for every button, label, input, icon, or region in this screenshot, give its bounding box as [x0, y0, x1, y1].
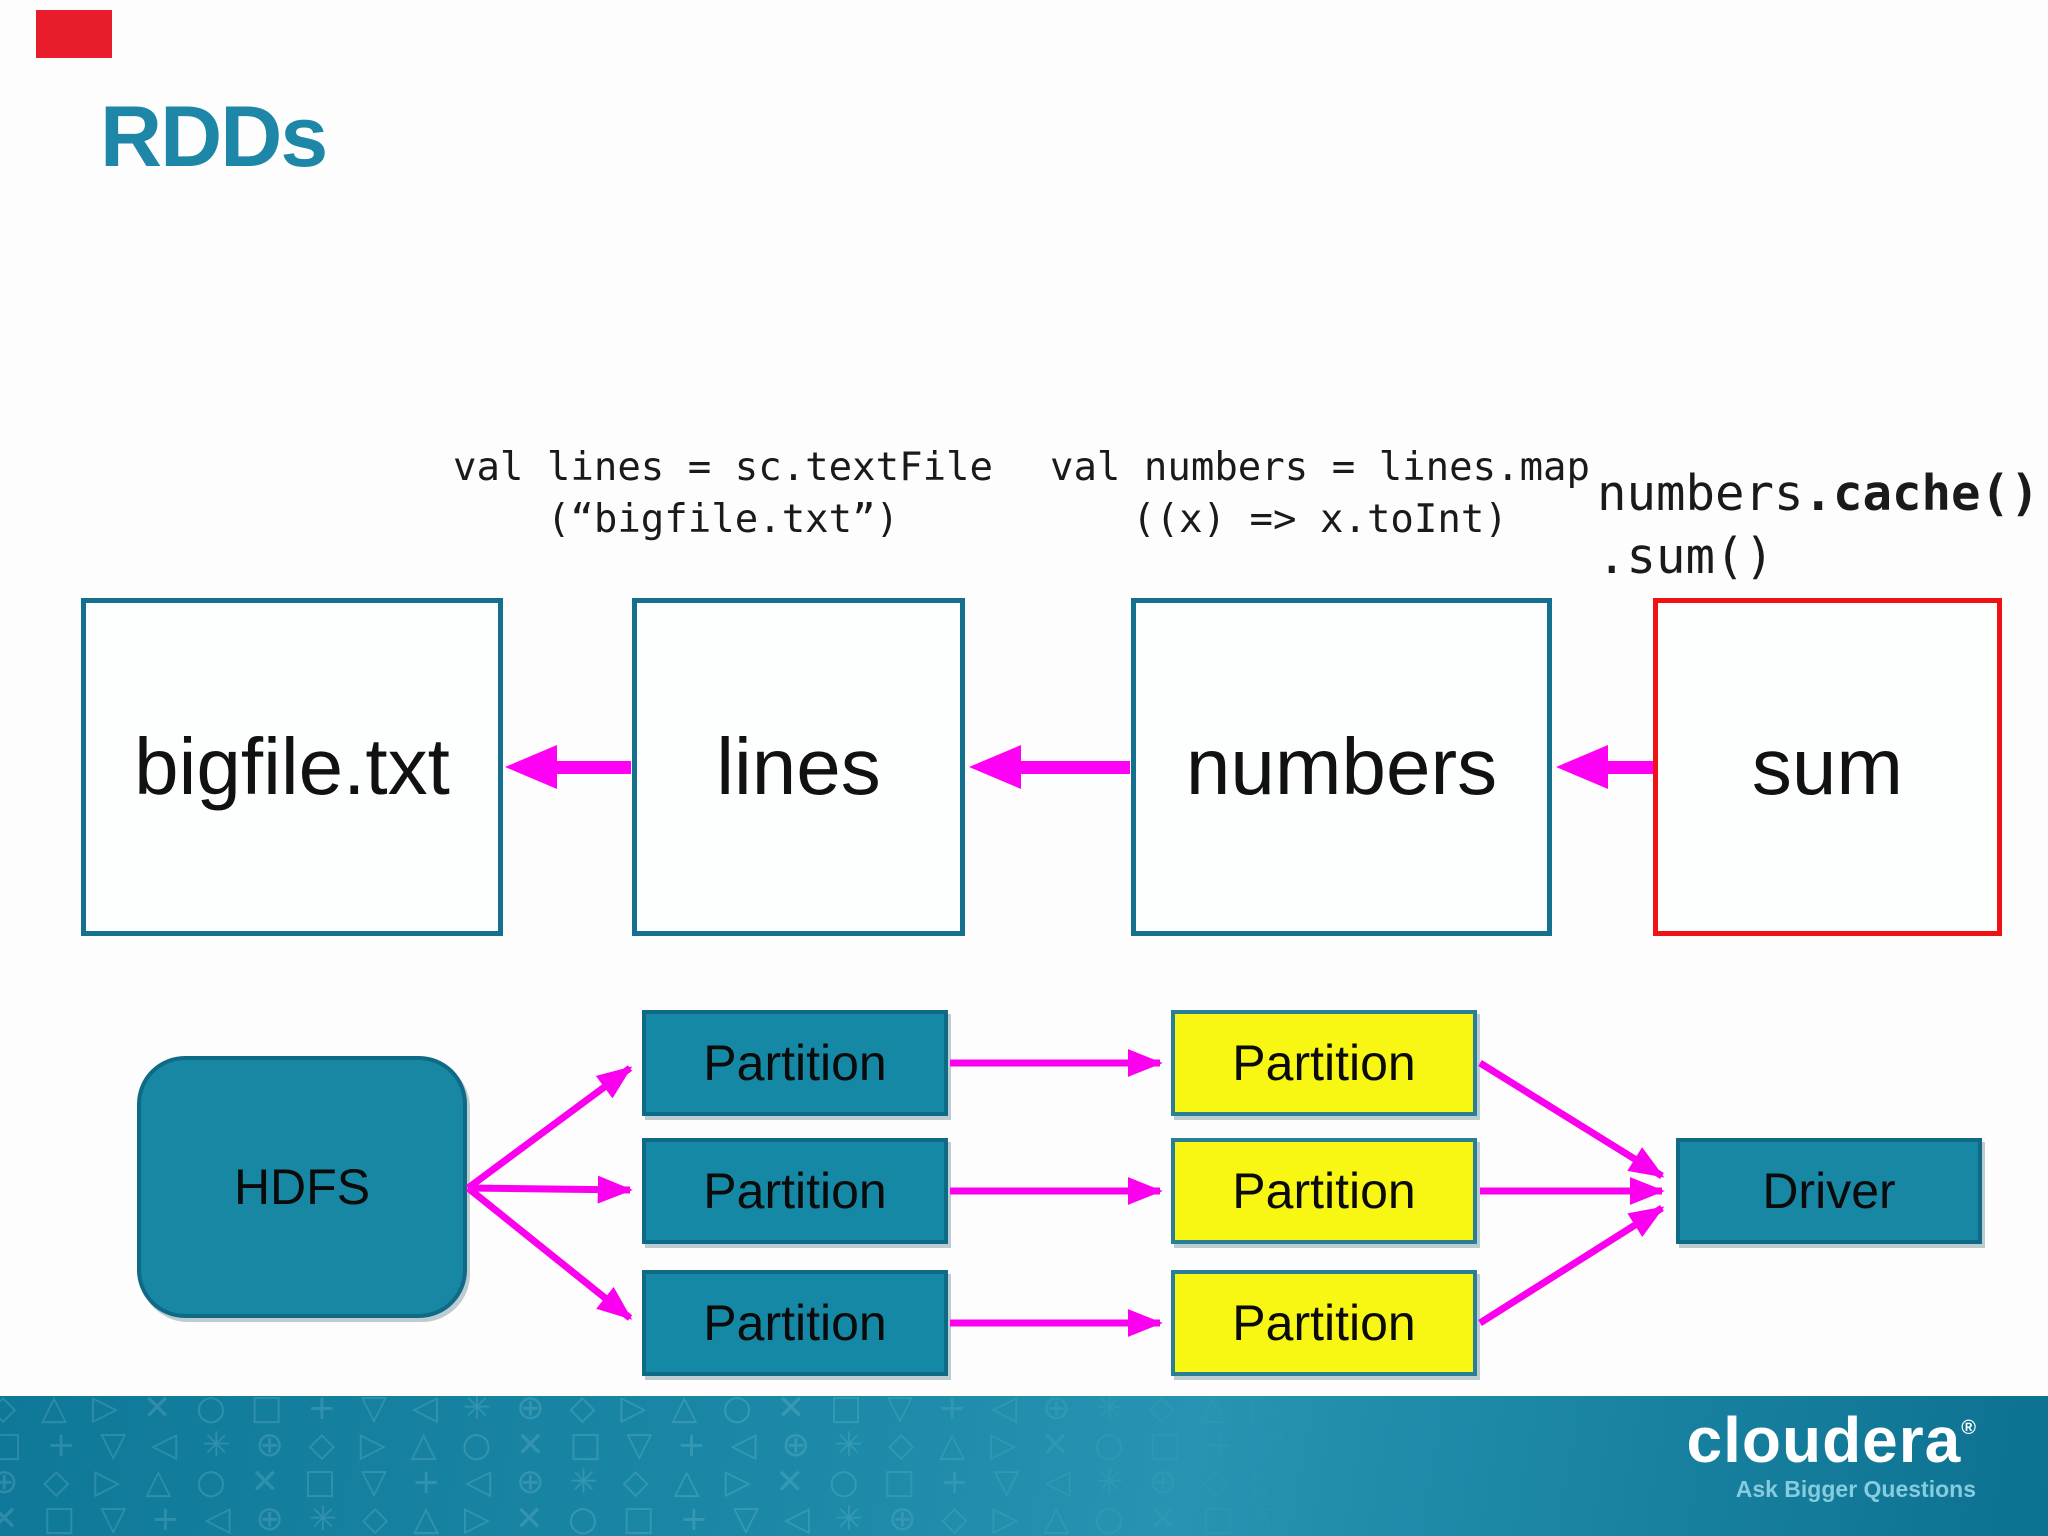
- footer-bar: [0, 1396, 2048, 1536]
- partition-label: Partition: [1232, 1295, 1416, 1351]
- red-corner-marker: [36, 10, 112, 58]
- rdd-box-sum-label: sum: [1751, 722, 1904, 811]
- footer-glyph-pattern: [0, 1396, 1410, 1536]
- arrow-hdfs-to-partition1: [465, 1065, 633, 1191]
- partition-stage1-row2: Partition: [642, 1138, 948, 1244]
- code-snippet-map: val numbers = lines.map ((x) => x.toInt): [1046, 442, 1594, 546]
- arrow-partition1-to-driver: [1478, 1060, 1665, 1179]
- partition-label: Partition: [1232, 1163, 1416, 1219]
- rdd-box-numbers: numbers: [1131, 598, 1552, 936]
- partition-stage2-row2: Partition: [1171, 1138, 1477, 1244]
- rdd-box-bigfile: bigfile.txt: [81, 598, 503, 936]
- code-map-line2: ((x) => x.toInt): [1132, 497, 1508, 542]
- cloudera-tagline: Ask Bigger Questions: [1735, 1476, 1976, 1502]
- partition-stage2-row3: Partition: [1171, 1270, 1477, 1376]
- driver-node: Driver: [1676, 1138, 1982, 1244]
- code-textfile-line2: (“bigfile.txt”): [546, 497, 900, 542]
- code-cache-prefix: numbers: [1597, 465, 1804, 522]
- partition-label: Partition: [703, 1295, 887, 1351]
- hdfs-node: HDFS: [137, 1056, 467, 1318]
- hdfs-label: HDFS: [233, 1159, 371, 1215]
- partition-stage1-row3: Partition: [642, 1270, 948, 1376]
- code-snippet-cache-sum: numbers.cache() .sum(): [1597, 462, 2040, 588]
- rdd-box-bigfile-label: bigfile.txt: [134, 722, 450, 811]
- code-snippet-textfile: val lines = sc.textFile (“bigfile.txt”): [449, 442, 997, 546]
- partition-stage1-row1: Partition: [642, 1010, 948, 1116]
- arrow-hdfs-to-partition2: [467, 1175, 633, 1204]
- code-textfile-line1: val lines = sc.textFile: [452, 445, 994, 490]
- partition-label: Partition: [703, 1035, 887, 1091]
- cloudera-logo: cloudera® Ask Bigger Questions: [1376, 1408, 1977, 1504]
- partition-label: Partition: [1232, 1035, 1416, 1091]
- code-sum-line: .sum(): [1597, 528, 1775, 585]
- rdd-box-lines: lines: [632, 598, 965, 936]
- rdd-box-numbers-label: numbers: [1185, 722, 1498, 811]
- partition-stage2-row1: Partition: [1171, 1010, 1477, 1116]
- cloudera-wordmark: cloudera: [1686, 1404, 1962, 1476]
- registered-trademark-symbol: ®: [1961, 1417, 1976, 1439]
- rdd-box-sum: sum: [1653, 598, 2002, 936]
- rdd-box-lines-label: lines: [716, 722, 881, 811]
- code-map-line1: val numbers = lines.map: [1049, 445, 1591, 490]
- slide-title: RDDs: [100, 89, 328, 185]
- driver-label: Driver: [1762, 1163, 1896, 1219]
- rdd-lineage-row: bigfile.txt lines numbers sum: [0, 598, 2048, 936]
- arrow-hdfs-to-partition3: [465, 1185, 633, 1321]
- arrow-partition3-to-driver: [1478, 1205, 1665, 1326]
- partition-label: Partition: [703, 1163, 887, 1219]
- code-cache-bold: .cache(): [1803, 465, 2040, 522]
